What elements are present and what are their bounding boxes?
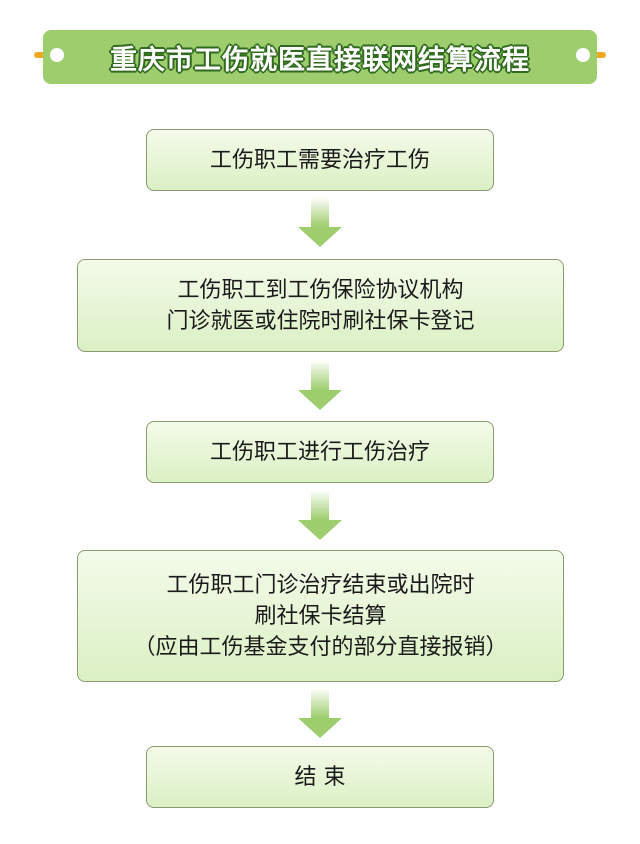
end-box: 结 束: [146, 746, 494, 808]
arrow-down-icon: [298, 490, 342, 540]
step-text: 工伤职工需要治疗工伤: [209, 147, 430, 173]
step-1-box: 工伤职工需要治疗工伤: [146, 129, 494, 191]
step-text: 工伤职工门诊治疗结束或出院时: [166, 572, 475, 598]
right-dot: [576, 48, 590, 62]
step-text: 门诊就医或住院时刷社保卡登记: [166, 308, 475, 334]
step-text: 工伤职工到工伤保险协议机构: [177, 277, 464, 303]
title-banner: 重庆市工伤就医直接联网结算流程: [43, 30, 597, 84]
step-text: 工伤职工进行工伤治疗: [209, 439, 430, 465]
arrow-down-icon: [298, 197, 342, 247]
step-4-box: 工伤职工门诊治疗结束或出院时 刷社保卡结算 （应由工伤基金支付的部分直接报销）: [77, 550, 564, 682]
step-3-box: 工伤职工进行工伤治疗: [146, 421, 494, 483]
step-2-box: 工伤职工到工伤保险协议机构 门诊就医或住院时刷社保卡登记: [77, 259, 564, 352]
page-title: 重庆市工伤就医直接联网结算流程: [110, 44, 530, 76]
arrow-down-icon: [298, 360, 342, 410]
step-text: （应由工伤基金支付的部分直接报销）: [133, 634, 508, 660]
step-text: 刷社保卡结算: [254, 603, 387, 629]
arrow-down-icon: [298, 688, 342, 738]
left-dot: [50, 48, 64, 62]
step-text: 结 束: [294, 764, 346, 790]
